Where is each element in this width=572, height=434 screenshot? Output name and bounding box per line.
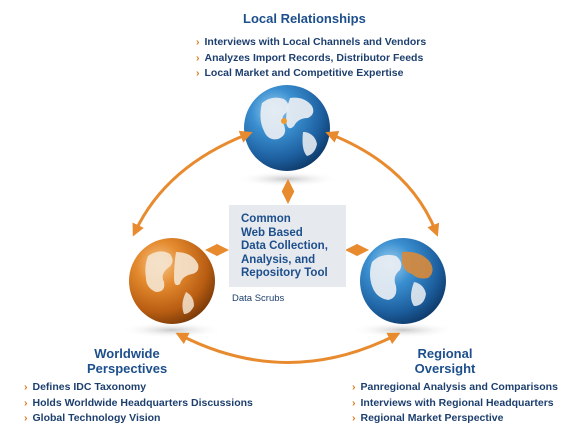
- right-heading: Regional Oversight: [414, 346, 476, 376]
- center-line: Common: [241, 213, 291, 225]
- center-line: Repository Tool: [241, 267, 328, 279]
- right-bullet-list: ›Panregional Analysis and Comparisons ›I…: [352, 380, 558, 427]
- list-item: ›Local Market and Competitive Expertise: [196, 67, 404, 79]
- center-line: Analysis, and: [241, 253, 316, 266]
- globe-shadow-left: [120, 322, 224, 338]
- chevron-right-icon: ›: [24, 396, 28, 409]
- list-item: ›Regional Market Perspective: [352, 412, 504, 424]
- list-item: ›Global Technology Vision: [24, 412, 161, 424]
- globe-icon-top: [244, 85, 330, 171]
- data-scrubs-caption: Data Scrubs: [232, 293, 285, 304]
- left-heading: Worldwide Perspectives: [87, 346, 168, 376]
- chevron-right-icon: ›: [24, 412, 28, 424]
- list-item: ›Interviews with Regional Headquarters: [352, 396, 554, 409]
- arrow-top-right: [325, 130, 440, 237]
- center-line: Web Based: [241, 226, 303, 239]
- arrow-bottom: [175, 332, 401, 364]
- chevron-right-icon: ›: [24, 381, 28, 393]
- chevron-right-icon: ›: [352, 412, 356, 424]
- top-heading: Local Relationships: [243, 11, 366, 26]
- chevron-right-icon: ›: [196, 67, 200, 79]
- chevron-right-icon: ›: [196, 51, 200, 64]
- chevron-right-icon: ›: [196, 36, 200, 48]
- globe-icon-right: [360, 238, 446, 324]
- chevron-right-icon: ›: [352, 381, 356, 393]
- list-item: ›Holds Worldwide Headquarters Discussion…: [24, 396, 253, 409]
- arrow-top-left: [132, 130, 253, 237]
- globe-icon-left: [129, 238, 215, 324]
- list-item: ›Interviews with Local Channels and Vend…: [196, 36, 427, 48]
- left-bullet-list: ›Defines IDC Taxonomy ›Holds Worldwide H…: [24, 380, 253, 427]
- list-item: ›Analyzes Import Records, Distributor Fe…: [196, 51, 424, 64]
- chevron-right-icon: ›: [352, 396, 356, 409]
- globe-shadow-right: [351, 322, 455, 338]
- list-item: ›Defines IDC Taxonomy: [24, 381, 147, 393]
- center-box: Common Web Based Data Collection, Analys…: [229, 205, 346, 287]
- top-bullet-list: ›Interviews with Local Channels and Vend…: [196, 35, 426, 82]
- center-line: Data Collection,: [241, 240, 328, 252]
- list-item: ›Panregional Analysis and Comparisons: [352, 381, 558, 393]
